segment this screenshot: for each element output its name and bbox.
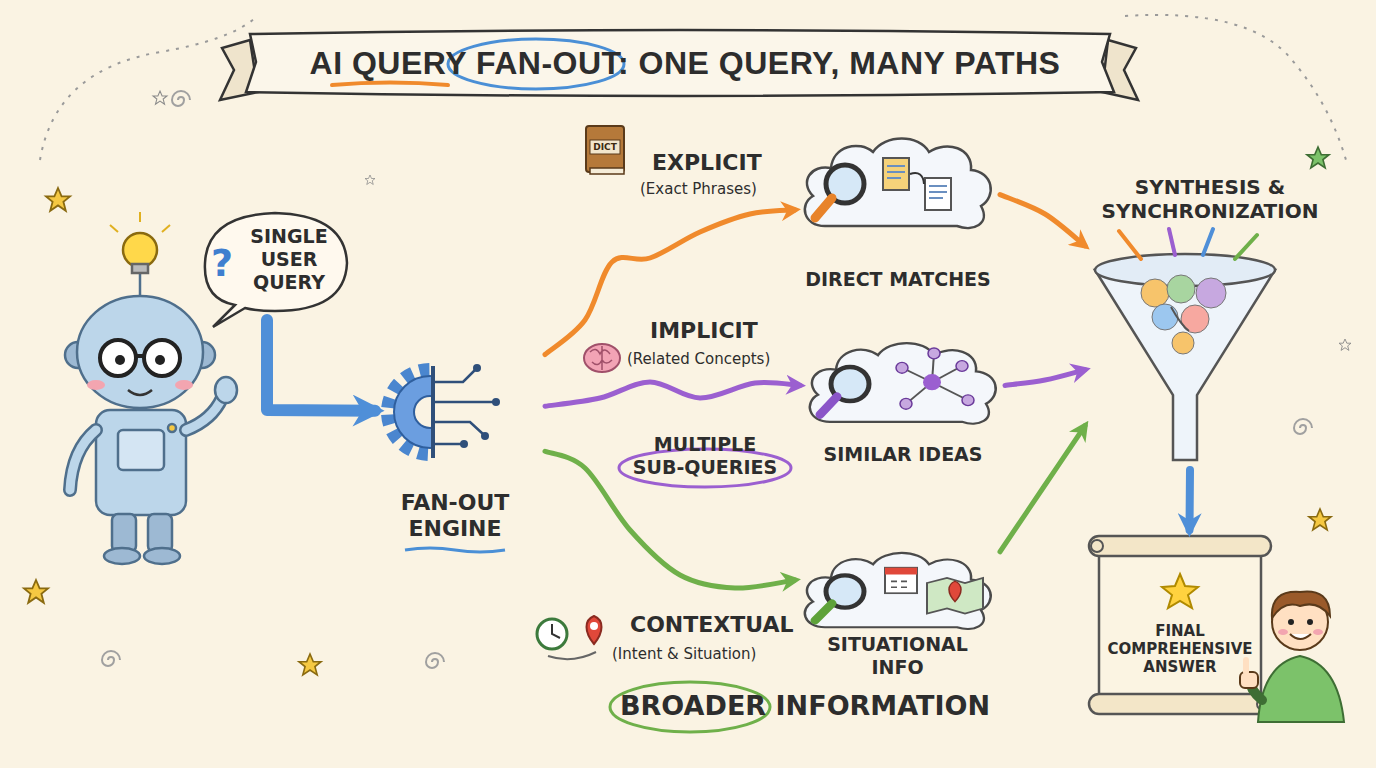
note-label: MULTIPLE SUB-QUERIES bbox=[625, 433, 785, 479]
speech-bubble: ?SINGLE USER QUERY bbox=[195, 205, 355, 320]
result-cloud: SITUATIONAL INFO bbox=[795, 545, 1000, 680]
node-text: FAN-OUT ENGINE bbox=[375, 490, 535, 543]
note-label: BROADER INFORMATION bbox=[620, 690, 990, 722]
flow-arrow bbox=[545, 382, 800, 406]
flow-arrow bbox=[545, 210, 795, 355]
node-text: DIRECT MATCHES bbox=[783, 268, 1013, 291]
flow-arrow bbox=[1000, 426, 1085, 552]
brain-icon bbox=[584, 344, 620, 372]
highlight-rings bbox=[610, 449, 791, 732]
node-text: ? bbox=[205, 241, 239, 287]
title-text: AI QUERY FAN-OUT: ONE QUERY, MANY PATHS bbox=[250, 38, 1120, 88]
node-text: SIMILAR IDEAS bbox=[788, 443, 1018, 466]
clock-pin-icon bbox=[537, 616, 602, 659]
book-icon bbox=[586, 126, 624, 174]
title-banner bbox=[220, 30, 1138, 100]
flow-arrow bbox=[267, 320, 375, 411]
node-text: SINGLE USER QUERY bbox=[239, 225, 339, 293]
edge-label: CONTEXTUAL bbox=[630, 612, 794, 638]
flow-arrow bbox=[1005, 370, 1085, 386]
engine-gear: FAN-OUT ENGINE bbox=[375, 350, 545, 575]
flow-arrow bbox=[545, 451, 795, 588]
synthesis-funnel: SYNTHESIS & SYNCHRONIZATION bbox=[1085, 175, 1335, 470]
node-text: SYNTHESIS & SYNCHRONIZATION bbox=[1085, 175, 1335, 223]
note-label: (Intent & Situation) bbox=[612, 645, 756, 663]
flow-arrow bbox=[1000, 195, 1085, 246]
result-cloud: DIRECT MATCHES bbox=[795, 130, 1000, 300]
node-text: SITUATIONAL INFO bbox=[810, 633, 985, 679]
note-label: (Related Concepts) bbox=[627, 350, 770, 368]
edge-label: IMPLICIT bbox=[650, 318, 758, 344]
edge-label: EXPLICIT bbox=[652, 150, 762, 176]
flow-arrow bbox=[1186, 470, 1195, 530]
dotted-curves bbox=[40, 15, 1346, 160]
answer-scroll: FINAL COMPREHENSIVE ANSWER bbox=[1085, 530, 1275, 720]
node-text: FINAL COMPREHENSIVE ANSWER bbox=[1100, 622, 1260, 676]
note-label: (Exact Phrases) bbox=[640, 180, 757, 198]
result-cloud: SIMILAR IDEAS bbox=[800, 335, 1005, 475]
note-label: DICT bbox=[588, 142, 622, 153]
